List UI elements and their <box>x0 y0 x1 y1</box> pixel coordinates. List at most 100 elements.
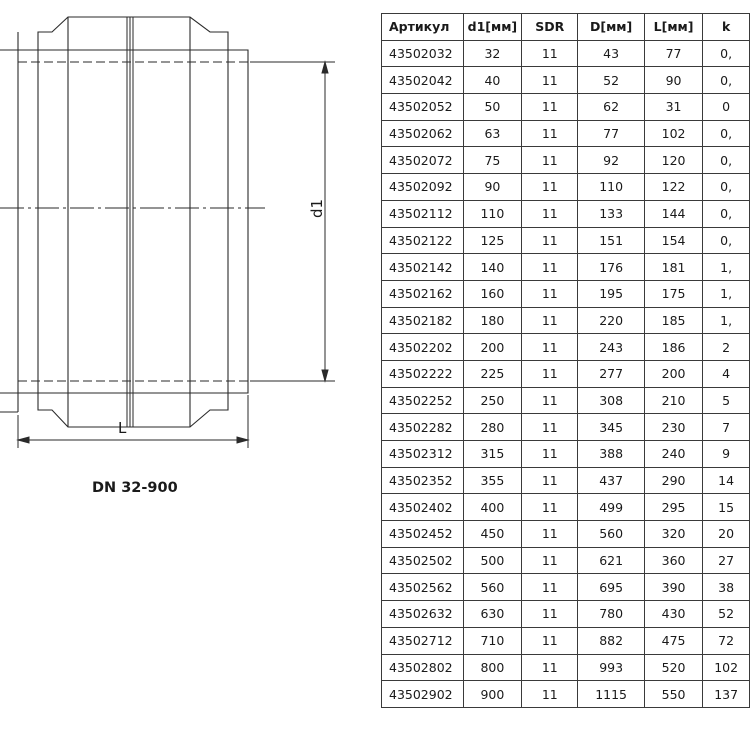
cell-article: 43502032 <box>381 39 464 68</box>
cell-article: 43502052 <box>381 93 464 121</box>
cell-weight: 0 <box>702 93 750 121</box>
cell-length: 430 <box>643 600 704 628</box>
cell-d1: 200 <box>462 333 523 361</box>
cell-length: 175 <box>643 279 704 308</box>
cell-outer-diameter: 277 <box>577 359 645 388</box>
cell-length: 475 <box>643 626 704 655</box>
cell-article: 43502142 <box>381 253 464 281</box>
cell-length: 186 <box>643 333 704 361</box>
cell-weight: 102 <box>702 653 750 682</box>
cell-outer-diameter: 110 <box>577 173 645 201</box>
coupling-technical-drawing: d1 L <box>0 16 335 448</box>
cell-weight: 14 <box>702 466 750 495</box>
cell-weight: 0, <box>702 199 750 228</box>
d1-arrow-top <box>321 60 329 74</box>
cell-d1: 630 <box>462 600 523 628</box>
cell-weight: 52 <box>702 600 750 628</box>
cell-d1: 710 <box>462 626 523 655</box>
cell-d1: 90 <box>462 173 523 201</box>
cell-length: 390 <box>643 573 704 602</box>
cell-weight: 0, <box>702 119 750 148</box>
cell-outer-diameter: 308 <box>577 386 645 415</box>
cell-sdr: 11 <box>521 93 579 121</box>
table-header-row: Артикул d1[мм] SDR D[мм] L[мм] k <box>381 13 750 41</box>
cell-article: 43502222 <box>381 359 464 388</box>
cell-outer-diameter: 220 <box>577 306 645 335</box>
cell-length: 360 <box>643 546 704 575</box>
cell-article: 43502062 <box>381 119 464 148</box>
cell-weight: 2 <box>702 333 750 361</box>
cell-sdr: 11 <box>521 413 579 441</box>
cell-d1: 400 <box>462 493 523 522</box>
cell-sdr: 11 <box>521 119 579 148</box>
header-outer-diameter: D[мм] <box>577 13 645 41</box>
cell-d1: 180 <box>462 306 523 335</box>
cell-sdr: 11 <box>521 199 579 228</box>
cell-article: 43502042 <box>381 66 464 95</box>
cell-outer-diameter: 151 <box>577 226 645 255</box>
cell-sdr: 11 <box>521 546 579 575</box>
cell-outer-diameter: 243 <box>577 333 645 361</box>
cell-sdr: 11 <box>521 279 579 308</box>
cell-sdr: 11 <box>521 306 579 335</box>
cell-article: 43502712 <box>381 626 464 655</box>
cell-outer-diameter: 560 <box>577 520 645 548</box>
cell-length: 520 <box>643 653 704 682</box>
cell-article: 43502282 <box>381 413 464 441</box>
cell-sdr: 11 <box>521 66 579 95</box>
l-label: L <box>118 419 127 437</box>
cell-d1: 450 <box>462 520 523 548</box>
cell-length: 122 <box>643 173 704 201</box>
cell-article: 43502202 <box>381 333 464 361</box>
cell-weight: 0, <box>702 173 750 201</box>
header-d1: d1[мм] <box>462 13 523 41</box>
cell-outer-diameter: 1115 <box>577 680 645 708</box>
l-arrow-right <box>236 436 250 444</box>
header-length: L[мм] <box>643 13 704 41</box>
cell-sdr: 11 <box>521 440 579 468</box>
cell-article: 43502072 <box>381 146 464 175</box>
cell-outer-diameter: 780 <box>577 600 645 628</box>
header-weight: k <box>702 13 750 41</box>
cell-sdr: 11 <box>521 600 579 628</box>
cell-article: 43502252 <box>381 386 464 415</box>
cell-sdr: 11 <box>521 173 579 201</box>
cell-length: 77 <box>643 39 704 68</box>
d1-label: d1 <box>308 199 326 218</box>
cell-weight: 38 <box>702 573 750 602</box>
cell-sdr: 11 <box>521 386 579 415</box>
cell-d1: 125 <box>462 226 523 255</box>
cell-weight: 7 <box>702 413 750 441</box>
cell-sdr: 11 <box>521 653 579 682</box>
cell-weight: 4 <box>702 359 750 388</box>
cell-article: 43502632 <box>381 600 464 628</box>
cell-outer-diameter: 43 <box>577 39 645 68</box>
cell-d1: 160 <box>462 279 523 308</box>
size-range-caption: DN 32-900 <box>92 480 178 496</box>
cell-length: 210 <box>643 386 704 415</box>
cell-weight: 9 <box>702 440 750 468</box>
cell-length: 295 <box>643 493 704 522</box>
l-arrow-left <box>16 436 30 444</box>
cell-outer-diameter: 499 <box>577 493 645 522</box>
cell-article: 43502802 <box>381 653 464 682</box>
coupling-outline <box>0 16 249 428</box>
cell-sdr: 11 <box>521 520 579 548</box>
cell-d1: 900 <box>462 680 523 708</box>
cell-weight: 27 <box>702 546 750 575</box>
cell-outer-diameter: 62 <box>577 93 645 121</box>
cell-d1: 560 <box>462 573 523 602</box>
